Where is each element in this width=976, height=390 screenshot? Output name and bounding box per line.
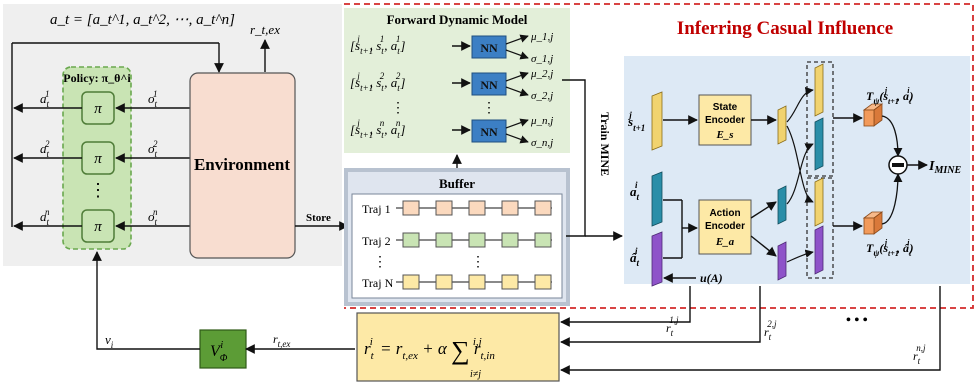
svg-text:Action: Action [709,208,740,219]
svg-text:ot1: ot1 [148,89,158,109]
fdm-dots-left: ⋮ [391,101,405,116]
svg-text:μ_n,j: μ_n,j [530,115,553,127]
state-embedding [777,105,787,145]
svg-text:State: State [713,102,738,113]
svg-text:otn: otn [148,207,158,227]
vi-label: vi [105,332,114,350]
traj-step [402,232,420,248]
svg-text:at1: at1 [40,89,50,109]
traj-step [468,232,486,248]
action-embedding [777,185,787,225]
svg-text:μ_2,j: μ_2,j [530,68,553,80]
observations: ot1 ot2 otn [115,89,190,231]
fdm-dots-right: ⋮ [482,101,496,116]
traj-step [468,200,486,216]
policy-2: π [81,141,115,175]
policy-2-label: π [94,151,102,167]
buffer-title: Buffer [439,176,475,191]
svg-text:E_a: E_a [715,236,735,248]
rt-ex-label-bottom: rt,ex [273,332,290,349]
svg-text:σ_2,j: σ_2,j [531,90,553,102]
ellipsis: • • • [846,313,868,328]
svg-text:E_s: E_s [715,129,733,141]
svg-text:atn: atn [40,207,50,227]
traj-step [534,200,552,216]
shuffled-action-bar [651,231,663,287]
traj-dots-left: ⋮ [373,255,387,270]
state-bar [651,91,663,151]
mine-panel [624,56,970,284]
action-equation: a_t = [a_t^1, a_t^2, ⋯, a_t^n] [50,12,235,28]
traj-label: Traj 1 [362,202,391,216]
t-cube-top [862,103,884,127]
traj-step [435,274,453,290]
train-mine-label: Train MINE [598,112,612,176]
r2j-label: rt2,j [764,319,777,342]
nn-box-n [471,119,507,143]
t-cube-bottom [862,211,884,235]
policy-dots: ⋮ [89,180,107,200]
svg-text:NN: NN [480,41,498,55]
svg-text:[st+1j, st1, at1]: [st+1j, st1, at1] [350,34,405,56]
reward-box [356,312,560,382]
mine-region-border [344,3,974,309]
rnj-label: rtn,j [913,343,926,366]
traj-step [435,232,453,248]
svg-text:ati: ati [630,180,640,202]
policy-1-label: π [94,101,102,117]
svg-text:σ_n,j: σ_n,j [531,137,553,149]
traj-step [402,274,420,290]
nn-box-2 [471,72,507,96]
traj-dots-right: ⋮ [471,255,485,270]
policy-3: π [81,209,115,243]
policy-title: Policy: π_θ^i [63,71,131,85]
traj-step [534,232,552,248]
traj-row-1: Traj 1 [362,200,552,216]
environment-label: Environment [194,155,290,174]
svg-text:[st+1j, stn, atn]: [st+1j, stn, atn] [350,118,405,140]
traj-step [501,232,519,248]
traj-step [534,274,552,290]
rt-ex-label-top: r_t,ex [250,22,280,37]
fdm-title: Forward Dynamic Model [387,12,528,27]
traj-step [501,200,519,216]
r1j-label: rt1,j [666,315,679,338]
traj-row-2: Traj 2 [362,232,552,248]
fdm-row-2: [st+1j, st2, at2] NN μ_2,j σ_2,j [350,68,553,102]
u-label: u(A) [700,271,723,285]
inferring-title: Inferring Casual Influence [677,18,893,39]
svg-text:âti: âti [630,246,640,268]
traj-step [501,274,519,290]
policy-3-label: π [94,219,102,235]
traj-row-3: Traj N [362,274,552,290]
svg-text:NN: NN [480,78,498,92]
shuffled-action-embedding [777,241,787,281]
environment-box [189,72,296,259]
action-bar [651,171,663,227]
svg-text:at2: at2 [40,139,50,159]
traj-step [435,200,453,216]
svg-text:[st+1j, st2, at2]: [st+1j, st2, at2] [350,71,405,93]
traj-step [402,200,420,216]
svg-text:Encoder: Encoder [705,221,745,232]
policy-1: π [81,91,115,125]
policy-outputs: at1 at2 atn [13,89,82,231]
buffer-traj-area [351,193,563,299]
svg-text:ot2: ot2 [148,139,158,159]
action-encoder-box [698,199,752,255]
traj-label: Traj N [362,276,394,290]
value-function-box [199,329,247,369]
store-label: Store [306,212,331,224]
svg-text:σ_1,j: σ_1,j [531,53,553,65]
nn-box-1 [471,35,507,59]
sum-subscript: i≠j [470,369,481,380]
fdm-panel [344,8,570,153]
traj-label: Traj 2 [362,234,391,248]
svg-text:Encoder: Encoder [705,115,745,126]
svg-text:NN: NN [480,125,498,139]
traj-step [468,274,486,290]
svg-text:μ_1,j: μ_1,j [530,31,553,43]
